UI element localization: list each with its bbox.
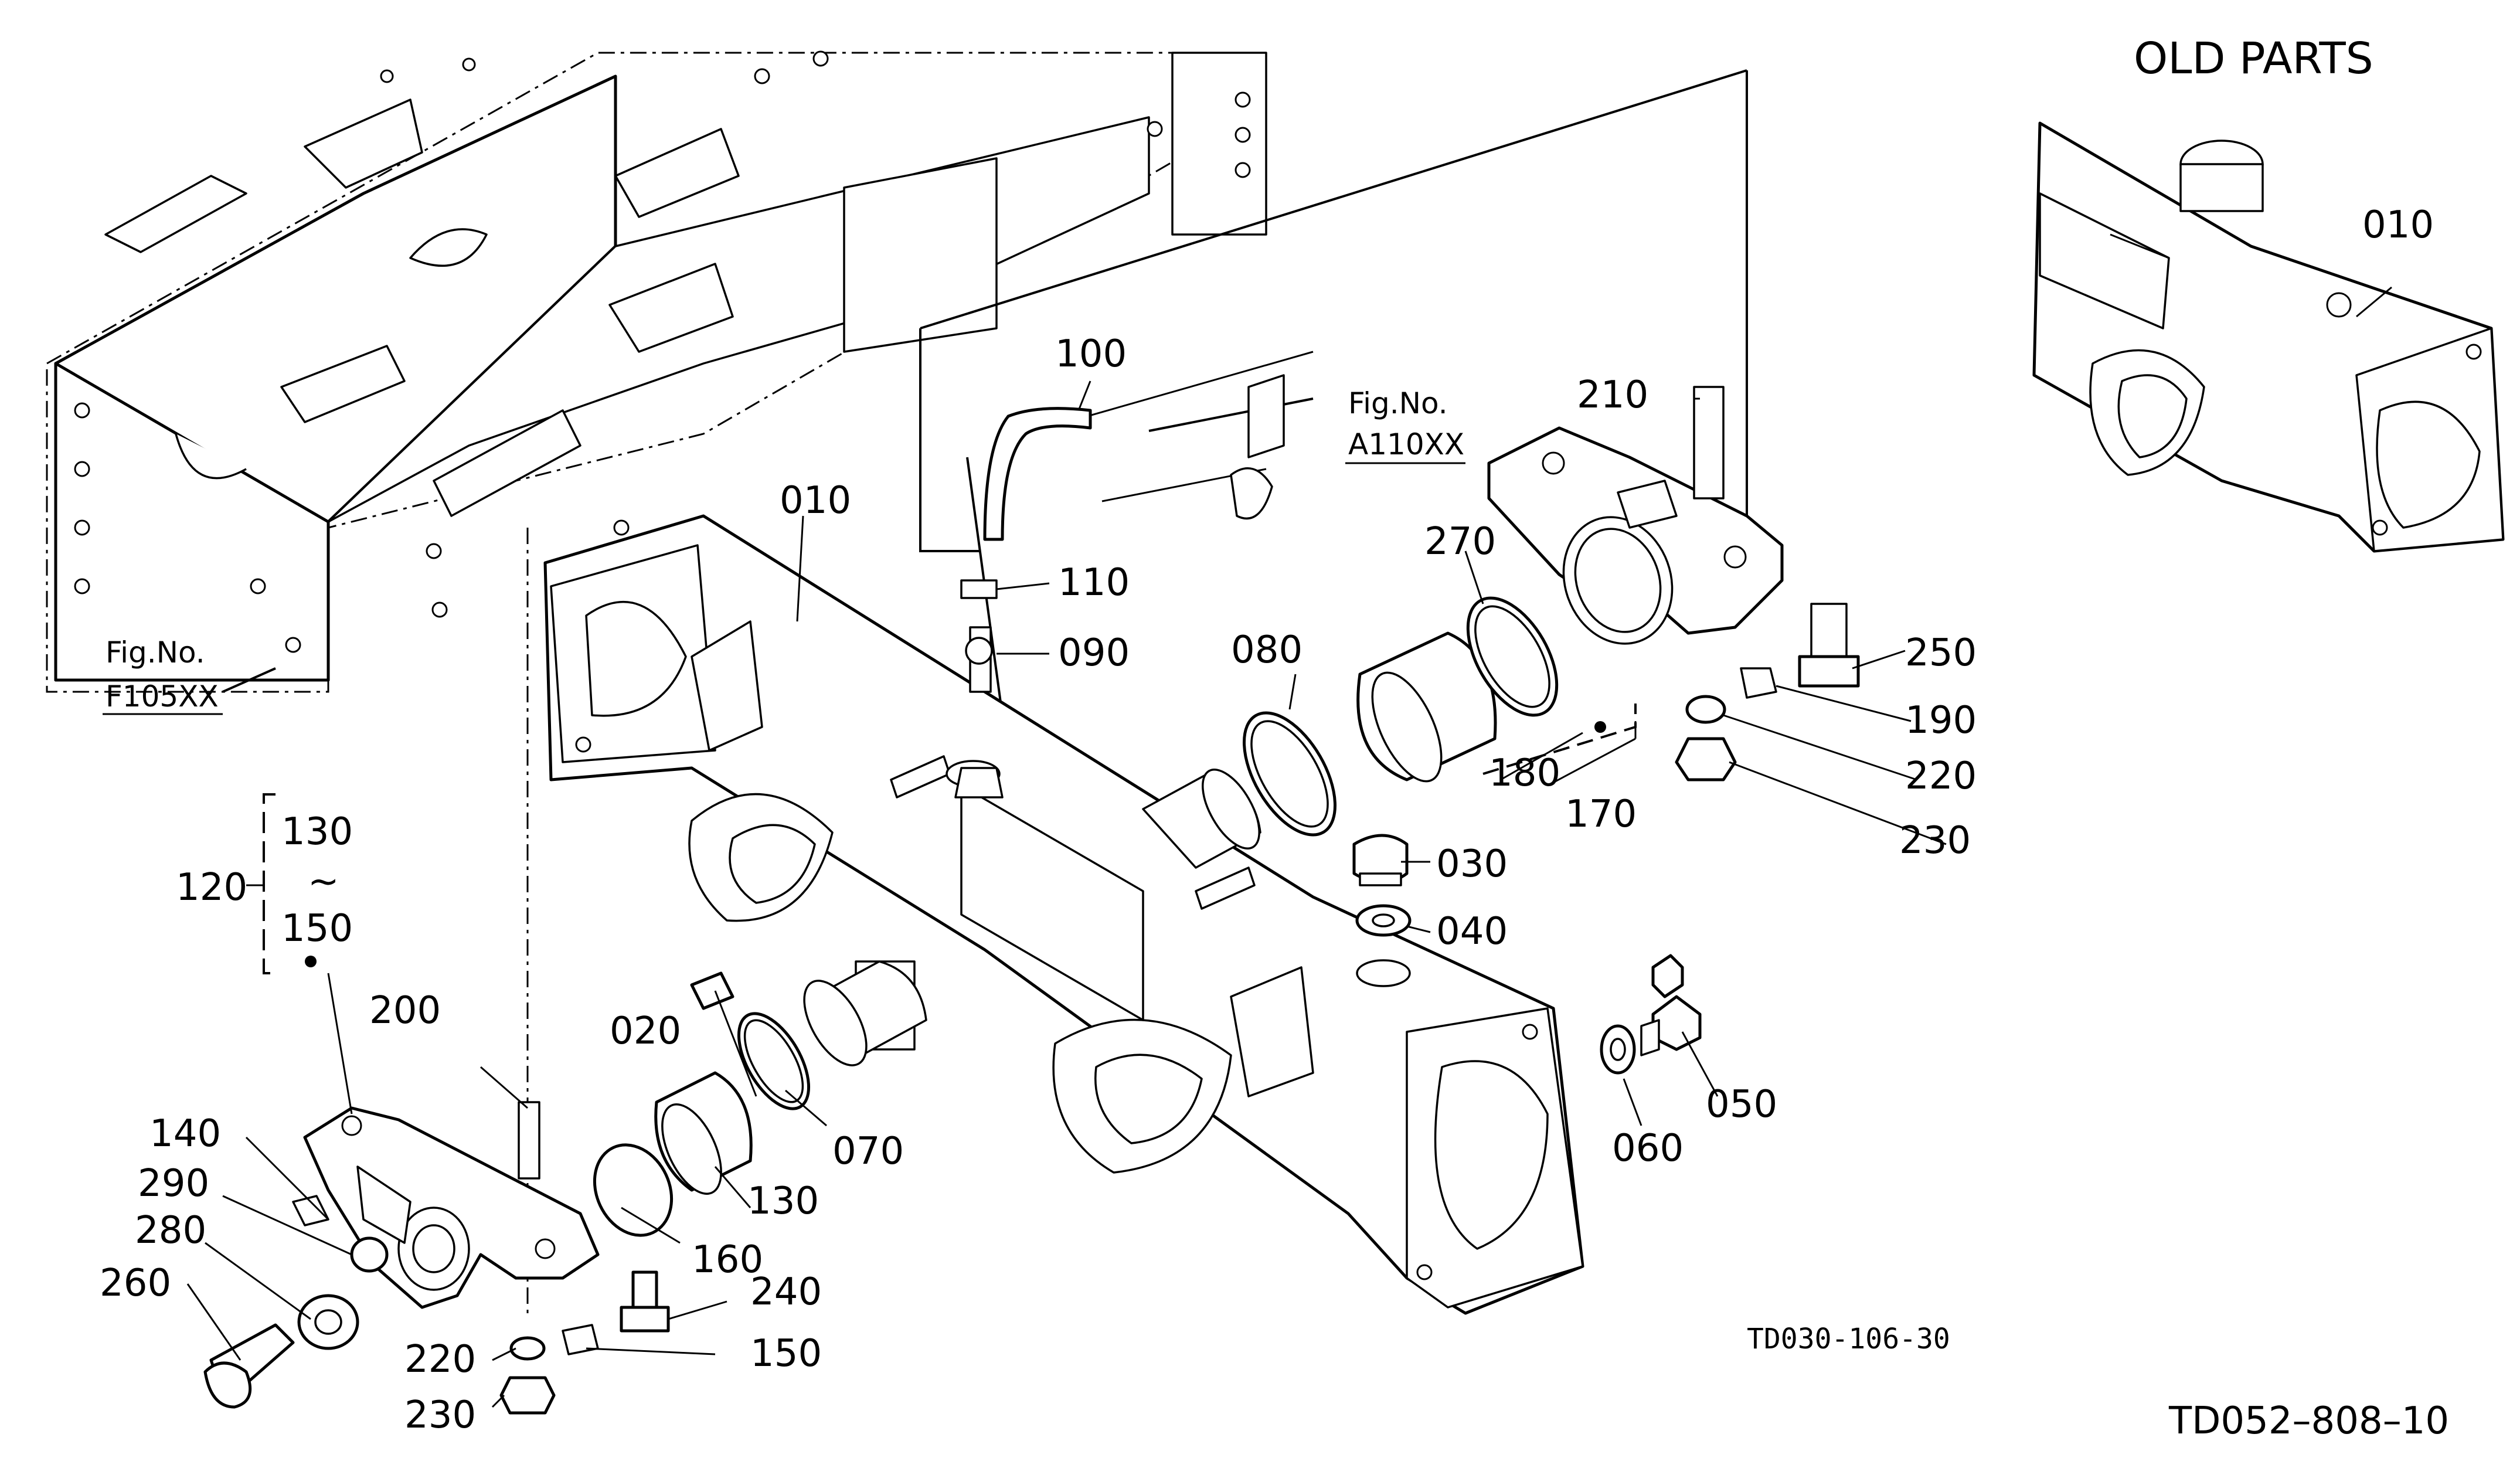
- part-label-180: 180: [1489, 752, 1560, 795]
- part-label-200: 200: [369, 989, 441, 1032]
- part-label-140: 140: [149, 1112, 221, 1156]
- part-label-290: 290: [138, 1162, 209, 1205]
- part-label-260: 260: [100, 1262, 171, 1305]
- part-label-100: 100: [1055, 332, 1127, 376]
- part-label-230-right: 230: [1899, 819, 1971, 862]
- part-label-210: 210: [1577, 373, 1648, 417]
- support-bracket-120: [203, 1101, 670, 1415]
- part-label-050: 050: [1706, 1083, 1777, 1126]
- fig-ref-a110-line1: Fig.No.: [1348, 386, 1448, 420]
- part-label-040: 040: [1436, 910, 1508, 953]
- part-label-280: 280: [135, 1209, 206, 1252]
- part-label-190: 190: [1905, 699, 1977, 742]
- part-label-130: 130: [747, 1180, 819, 1223]
- part-label-220-left: 220: [404, 1338, 476, 1381]
- seals-and-bushings: [593, 596, 1559, 1237]
- part-label-010: 010: [780, 479, 851, 522]
- fig-ref-f105-line1: Fig.No.: [106, 636, 205, 670]
- part-label-010-old: 010: [2362, 203, 2434, 247]
- part-label-170: 170: [1565, 793, 1637, 836]
- part-label-030: 030: [1436, 842, 1508, 886]
- group-label-from: 130: [281, 810, 353, 854]
- label-leaders: [186, 233, 2392, 1408]
- part-label-160: 160: [692, 1238, 763, 1282]
- group-label-to: 150: [281, 907, 353, 950]
- breather-pipe-group: [954, 374, 1285, 798]
- fig-ref-f105-line2: F105XX: [106, 679, 219, 713]
- drawing-code-small: TD030-106-30: [1747, 1323, 1950, 1355]
- part-label-270: 270: [1424, 520, 1496, 563]
- group-label-120: 120: [176, 866, 247, 909]
- group-bracket-120: [246, 793, 317, 974]
- drawing-code-main: TD052–808–10: [2168, 1399, 2449, 1443]
- frame-assembly: [46, 50, 1267, 693]
- old-parts-heading: OLD PARTS: [2134, 33, 2373, 84]
- part-label-250: 250: [1905, 631, 1977, 675]
- part-label-060: 060: [1612, 1127, 1684, 1170]
- group-bracket-170: [1482, 704, 1637, 775]
- part-label-220-right: 220: [1905, 755, 1977, 798]
- part-label-150: 150: [750, 1332, 822, 1375]
- part-label-070: 070: [832, 1130, 904, 1173]
- group-label-tilde: ~: [308, 860, 339, 903]
- part-label-230-left: 230: [404, 1394, 476, 1437]
- support-bracket-170: [1487, 386, 1860, 781]
- part-label-020: 020: [610, 1010, 681, 1053]
- part-label-080: 080: [1231, 628, 1302, 672]
- fig-ref-a110-line2: A110XX: [1348, 427, 1464, 461]
- plugs-and-washers: [690, 834, 1702, 1075]
- part-label-110: 110: [1058, 561, 1130, 604]
- old-parts-housing: [2032, 121, 2505, 553]
- part-label-090: 090: [1058, 631, 1130, 675]
- part-label-240: 240: [750, 1270, 822, 1314]
